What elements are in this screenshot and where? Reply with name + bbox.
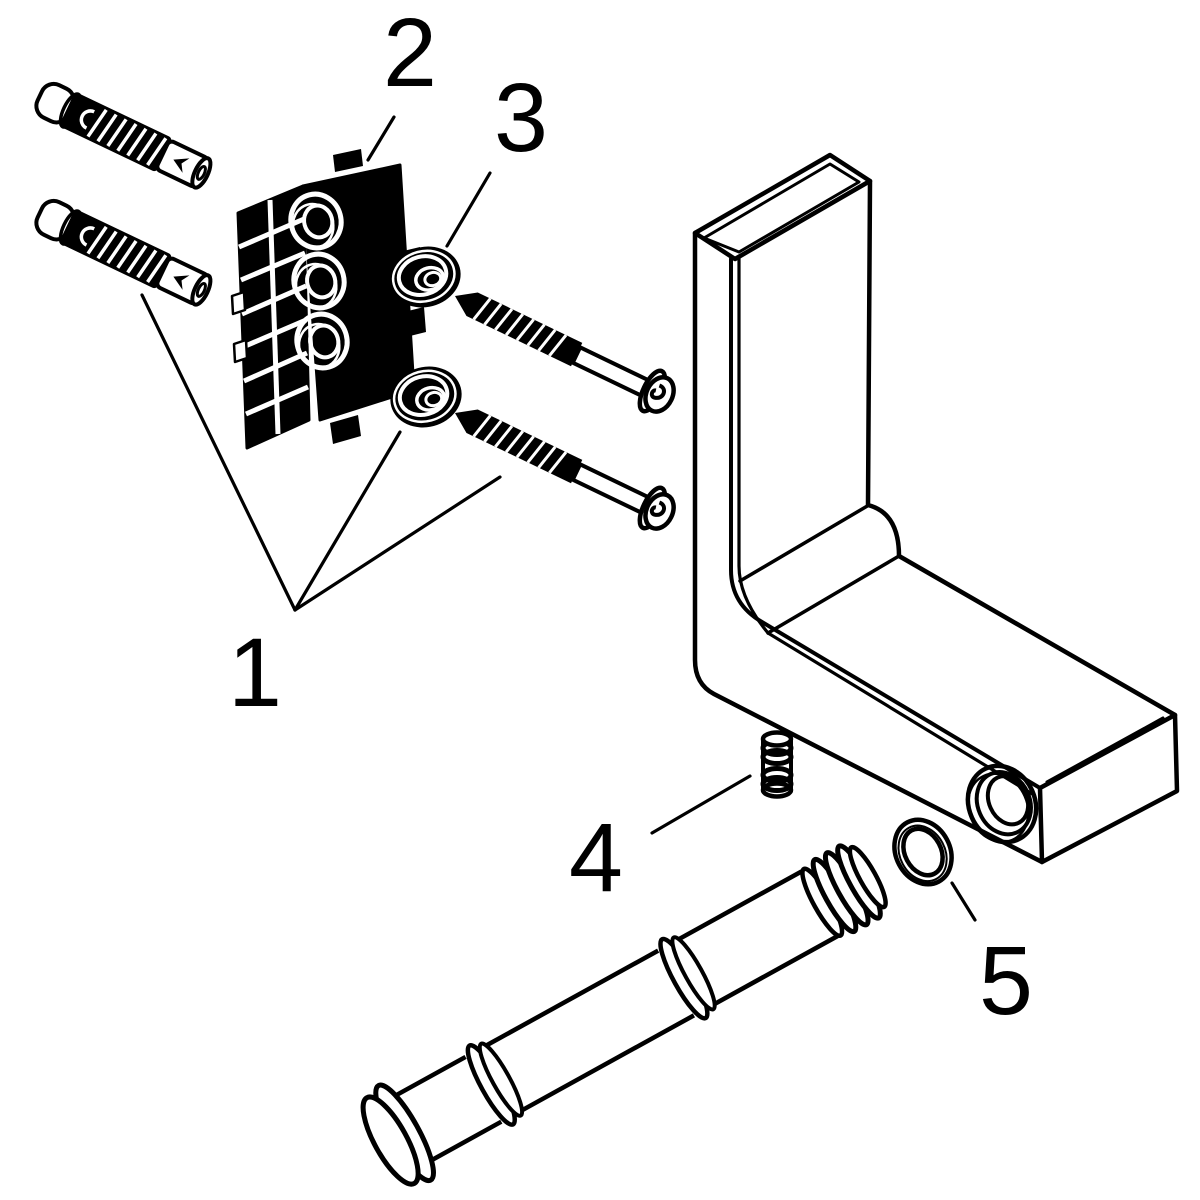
anchor-slot	[79, 226, 95, 247]
plate-tab-top	[333, 149, 363, 172]
washer-hole	[423, 270, 443, 288]
callout-numbers: 1 2 3 4 5	[228, 0, 1033, 1035]
washer-hole	[424, 390, 444, 408]
anchor-slot	[79, 109, 95, 130]
wall-anchor-bottom	[34, 198, 213, 307]
rosette-washer-bottom	[390, 366, 462, 428]
bracket-top-face-bevel	[702, 162, 861, 254]
mounting-screw-top	[455, 292, 676, 414]
mounting-plate	[230, 149, 426, 450]
anchor-ribs	[86, 108, 168, 166]
screw-shank	[570, 344, 655, 401]
plate-tab-bottom	[330, 415, 361, 444]
screw-thread	[455, 292, 583, 367]
l-shaped-bracket	[692, 152, 1180, 865]
anchor-tip-edge	[58, 92, 83, 129]
anchor-arrow-mark	[173, 275, 190, 290]
screw-head	[643, 375, 676, 414]
rod-collar-2-edge	[670, 935, 717, 1012]
part-callout-3: 3	[494, 63, 548, 172]
screw-shank	[570, 461, 655, 518]
rod-cap-face	[360, 1094, 421, 1187]
anchor-end-hole	[195, 164, 207, 181]
bracket-arm-end-bevel	[1045, 716, 1165, 784]
spare-roll-holder-rod	[360, 843, 888, 1187]
callout-leader-lines	[140, 115, 977, 922]
leader-5-to-oring	[950, 881, 977, 922]
screw-drive	[649, 383, 666, 400]
leader-3-to-washer	[445, 171, 492, 248]
mounting-screw-bottom	[455, 409, 676, 531]
bracket-bore	[965, 763, 1039, 845]
bracket-fillet-top-tangent	[738, 503, 871, 583]
leader-1-to-screw	[293, 475, 502, 612]
screw-thread-marks	[472, 297, 568, 357]
plate-clip-lower	[232, 338, 249, 364]
plate-bore-middle	[291, 251, 347, 311]
wall-anchor-top	[34, 81, 213, 190]
plate-bore-bottom	[294, 311, 350, 371]
part-callout-2: 2	[383, 0, 437, 107]
leader-2-to-plate	[366, 115, 396, 162]
rod-collar-1-edge	[477, 1041, 525, 1118]
rod-body-lines	[387, 869, 839, 1167]
rod-tip-face	[847, 844, 888, 910]
screw-thread-marks	[472, 414, 568, 474]
screw-drive	[649, 500, 666, 517]
anchor-tip-edge	[58, 209, 83, 246]
part-callout-1: 1	[228, 618, 282, 727]
screw-head	[643, 492, 676, 531]
plate-bore-top	[288, 191, 344, 251]
o-ring	[892, 817, 954, 887]
bracket-arm-end-edges	[1037, 712, 1178, 865]
anchor-ribs	[86, 225, 168, 283]
bracket-silhouette	[692, 152, 1180, 865]
bracket-top-face-edges	[692, 178, 873, 262]
part-callout-5: 5	[979, 926, 1033, 1035]
anchor-arrow-mark	[173, 158, 190, 173]
bracket-fillet-bottom-tangent	[766, 554, 901, 635]
leader-4-to-spring	[650, 774, 752, 835]
spring-top-coil	[760, 730, 794, 748]
plate-clip-upper	[230, 290, 247, 316]
screw-thread	[455, 409, 583, 484]
anchor-end-hole	[195, 281, 207, 298]
part-callout-4: 4	[569, 803, 623, 912]
leader-1-to-washer	[293, 430, 402, 612]
set-screw-spring	[760, 730, 794, 799]
rosette-washer-top	[389, 246, 461, 308]
leader-1-to-anchors	[140, 293, 297, 612]
